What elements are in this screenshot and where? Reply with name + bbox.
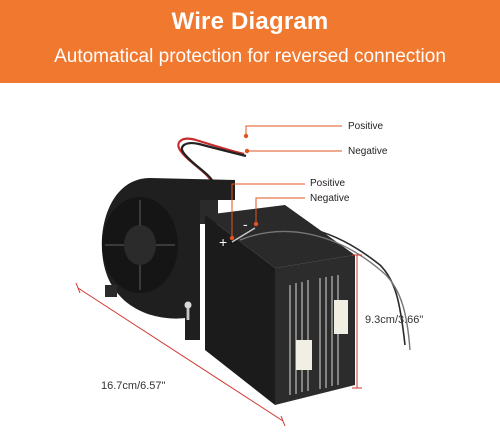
fan-hub bbox=[124, 225, 156, 265]
heater-clip-upper bbox=[334, 300, 348, 334]
heater-top bbox=[205, 205, 355, 268]
heater-positive-label: Positive bbox=[310, 178, 346, 189]
fan-negative-label: Negative bbox=[348, 146, 388, 157]
heater-side bbox=[275, 255, 355, 405]
fan-wire-black bbox=[180, 142, 247, 184]
width-dimension-label: 16.7cm/6.57" bbox=[101, 380, 166, 392]
heater-minus-mark: - bbox=[243, 216, 248, 232]
heater-plus-mark: + bbox=[219, 234, 227, 250]
header-banner: Wire Diagram Automatical protection for … bbox=[0, 0, 500, 83]
fan-wire-red bbox=[177, 137, 245, 183]
page-subtitle: Automatical protection for reversed conn… bbox=[54, 46, 446, 67]
fan-positive-label: Positive bbox=[348, 121, 384, 132]
heater-negative-label: Negative bbox=[310, 193, 350, 204]
heater-clip-lower bbox=[296, 340, 312, 370]
page-title: Wire Diagram bbox=[171, 8, 329, 35]
heater-front bbox=[205, 215, 275, 405]
height-dimension-label: 9.3cm/3.66" bbox=[365, 314, 424, 326]
fan-mount-tab-bottom bbox=[105, 285, 117, 297]
mount-screw bbox=[184, 301, 192, 309]
heater-product-illustration: + - bbox=[75, 125, 411, 427]
